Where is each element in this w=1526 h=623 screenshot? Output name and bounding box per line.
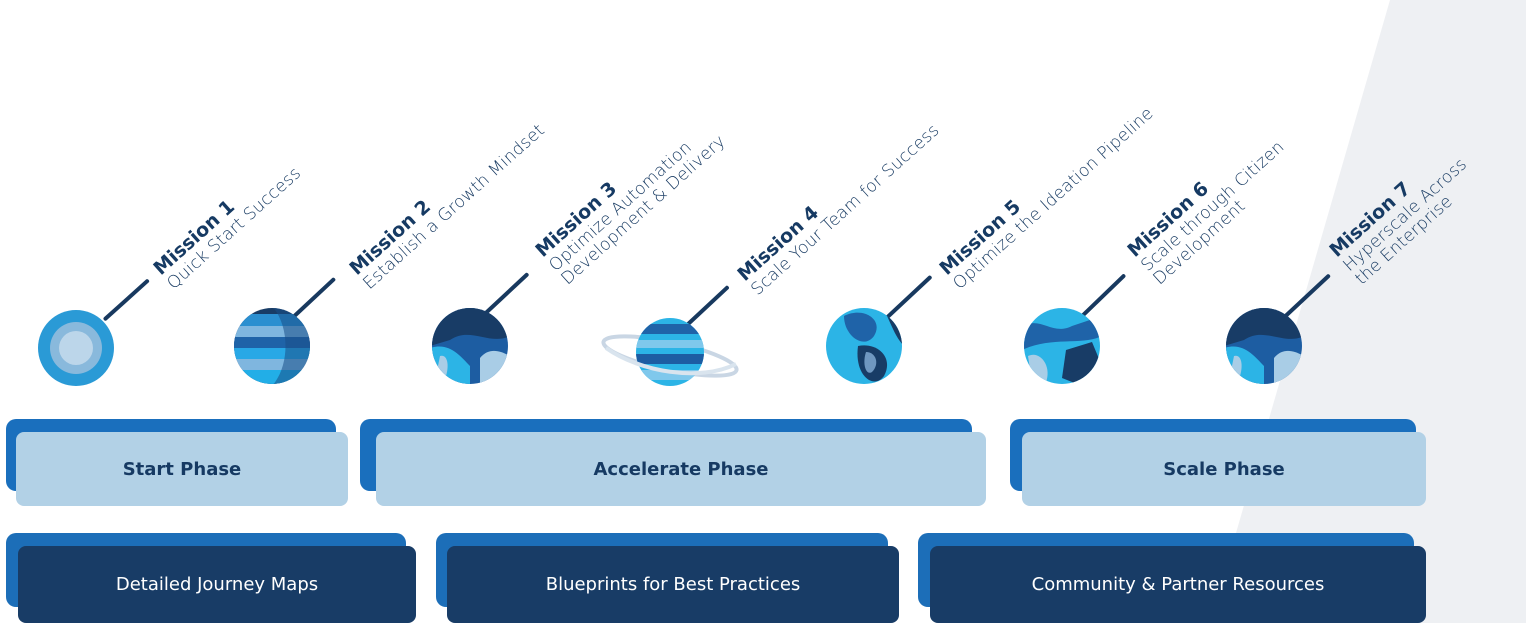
mission-3-planet-icon [432, 308, 508, 384]
mission-4-ringed-planet-icon [601, 318, 739, 386]
mission-5-planet-icon [826, 308, 902, 384]
start-phase-bar: Start Phase [16, 432, 348, 506]
blueprints-best-practices-button[interactable]: Blueprints for Best Practices [447, 546, 899, 623]
accelerate-phase-bar: Accelerate Phase [376, 432, 986, 506]
community-partner-resources-button[interactable]: Community & Partner Resources [930, 546, 1426, 623]
scale-phase-bar: Scale Phase [1022, 432, 1426, 506]
mission-1-planet-icon [38, 310, 114, 386]
mission-7-planet-icon [1226, 308, 1302, 384]
mission-2-planet-icon [234, 308, 310, 384]
mission-6-planet-icon [1024, 308, 1100, 384]
detailed-journey-maps-button[interactable]: Detailed Journey Maps [18, 546, 416, 623]
